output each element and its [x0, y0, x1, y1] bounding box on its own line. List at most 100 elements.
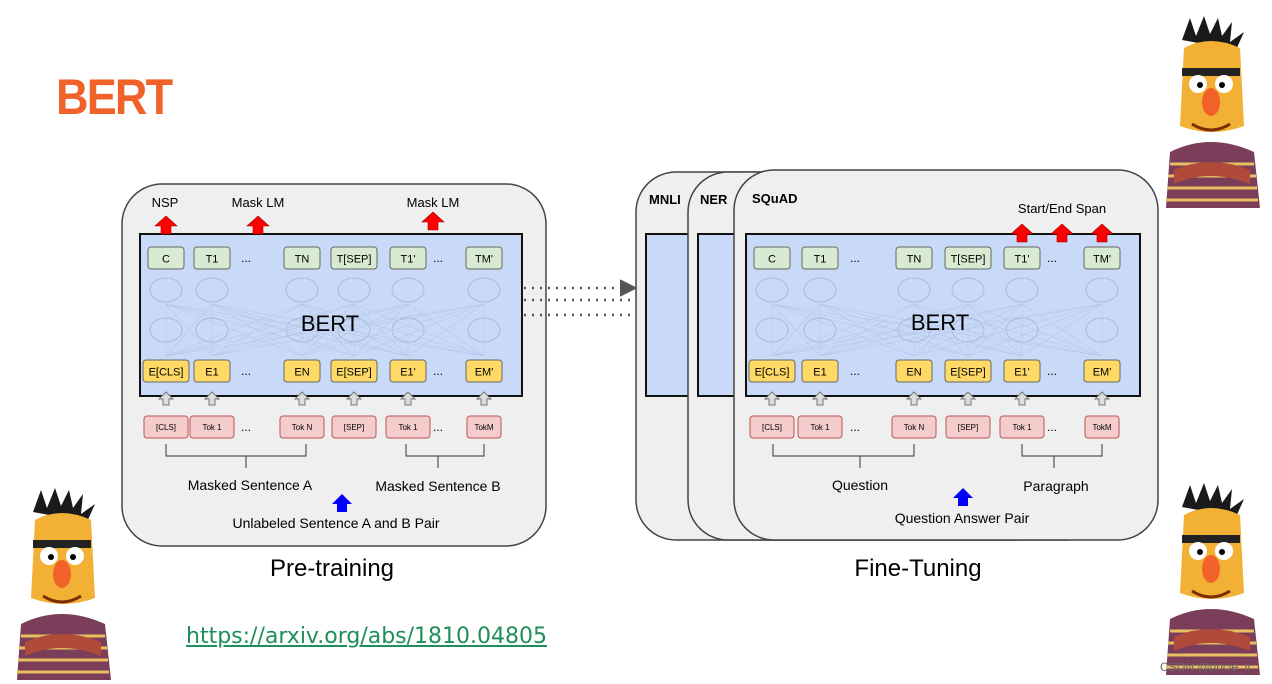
blue-up-arrow-icon: [953, 488, 973, 506]
pt-token-label: Tok 1: [398, 423, 418, 432]
pt-output-label: C: [162, 254, 170, 266]
network-edge: [771, 303, 1103, 357]
network-edge: [819, 303, 1103, 357]
pt-token-box: [385, 415, 431, 439]
pt-embedding-label: E1: [205, 367, 218, 379]
network-edge: [407, 303, 485, 357]
question-bracket: [772, 444, 915, 468]
masked-sentence-b-label: Masked Sentence B: [375, 478, 500, 494]
network-node: [951, 277, 985, 303]
network-node: [337, 277, 371, 303]
pt-embedding-box: [193, 359, 231, 383]
network-edge: [819, 303, 915, 357]
task-ner-label: NER: [700, 192, 728, 207]
ft-output-box: [1083, 246, 1121, 270]
network-node: [1085, 277, 1119, 303]
pt-token-box: [189, 415, 235, 439]
ft-token-ellipsis: ...: [1047, 420, 1057, 434]
ft-output-box: [944, 246, 992, 270]
ft-embedding-box: [895, 359, 933, 383]
slide-title: BERT: [56, 69, 173, 125]
network-edge: [771, 303, 821, 357]
red-up-arrow-icon: [1090, 223, 1114, 243]
pt-output-box: [193, 246, 231, 270]
gray-up-arrow-icon: [475, 391, 493, 406]
pt-embedding-box: [283, 359, 321, 383]
ft-embedding-box: [1003, 359, 1041, 383]
ft-output-box: [753, 246, 791, 270]
gray-up-arrow-icon: [905, 391, 923, 406]
network-node: [149, 277, 183, 303]
red-up-arrow-icon: [154, 215, 178, 235]
ft-token-label: Tok N: [904, 423, 925, 432]
start-end-span-label: Start/End Span: [1018, 201, 1106, 216]
paper-link[interactable]: https://arxiv.org/abs/1810.04805: [186, 624, 548, 649]
ft-embedding-label: E1': [1014, 367, 1030, 379]
network-edge: [211, 303, 303, 357]
ft-embedding-box: [801, 359, 839, 383]
ft-embedding-label: E[CLS]: [755, 367, 790, 379]
network-edge: [211, 303, 355, 357]
gray-up-arrow-icon: [763, 391, 781, 406]
blue-up-arrow-icon: [332, 494, 352, 512]
network-edge: [771, 303, 1023, 357]
network-node: [803, 277, 837, 303]
pt-embedding-ellipsis: ...: [433, 364, 443, 378]
pt-output-label: T1': [401, 254, 416, 266]
ft-embedding-label: EM': [1093, 367, 1112, 379]
network-node: [391, 277, 425, 303]
pt-token-label: Tok N: [292, 423, 313, 432]
masked-sentence-a-label: Masked Sentence A: [188, 477, 313, 493]
pt-output-label: T1: [206, 254, 219, 266]
network-edge: [165, 303, 213, 357]
ft-output-label: C: [768, 254, 776, 266]
pt-output-label: T[SEP]: [337, 254, 372, 266]
ft-embedding-box: [944, 359, 992, 383]
ft-output-box: [801, 246, 839, 270]
network-edge: [165, 303, 303, 357]
network-edge: [1021, 303, 1103, 357]
ft-embedding-box: [1083, 359, 1121, 383]
nsp-label: NSP: [152, 195, 179, 210]
network-edge: [819, 303, 1023, 357]
network-node: [755, 277, 789, 303]
red-up-arrow-icon: [246, 215, 270, 235]
network-edge: [913, 303, 1023, 357]
network-edge: [301, 303, 485, 357]
network-node: [195, 277, 229, 303]
ft-token-box: [749, 415, 795, 439]
sentence-b-bracket: [405, 444, 485, 468]
gray-up-arrow-icon: [293, 391, 311, 406]
ft-output-ellipsis: ...: [850, 251, 860, 265]
network-edge: [301, 303, 355, 357]
ft-token-label: TokM: [1092, 423, 1111, 432]
network-edge: [913, 303, 1103, 357]
gray-up-arrow-icon: [157, 391, 175, 406]
pt-token-box: [466, 415, 502, 439]
network-edge: [771, 303, 915, 357]
pt-output-box: [330, 246, 378, 270]
ft-output-label: T[SEP]: [951, 254, 986, 266]
bert-mascot-icon: [15, 486, 113, 680]
ft-token-box: [945, 415, 991, 439]
ft-token-ellipsis: ...: [850, 420, 860, 434]
network-edge: [165, 303, 409, 357]
ft-token-box: [891, 415, 937, 439]
network-node: [285, 277, 319, 303]
ft-output-ellipsis: ...: [1047, 251, 1057, 265]
network-edge: [967, 303, 1103, 357]
ft-token-label: [CLS]: [762, 423, 782, 432]
ft-embedding-box: [748, 359, 796, 383]
ft-output-box: [1003, 246, 1041, 270]
pretraining-bert-label: BERT: [301, 311, 359, 336]
pt-token-box: [279, 415, 325, 439]
task-squad-label: SQuAD: [752, 191, 798, 206]
pretraining-pair-label: Unlabeled Sentence A and B Pair: [232, 515, 439, 531]
sentence-a-bracket: [165, 444, 307, 468]
ft-output-label: TM': [1093, 254, 1111, 266]
pt-token-label: Tok 1: [202, 423, 222, 432]
ft-output-label: T1': [1015, 254, 1030, 266]
ft-token-label: [SEP]: [958, 423, 978, 432]
